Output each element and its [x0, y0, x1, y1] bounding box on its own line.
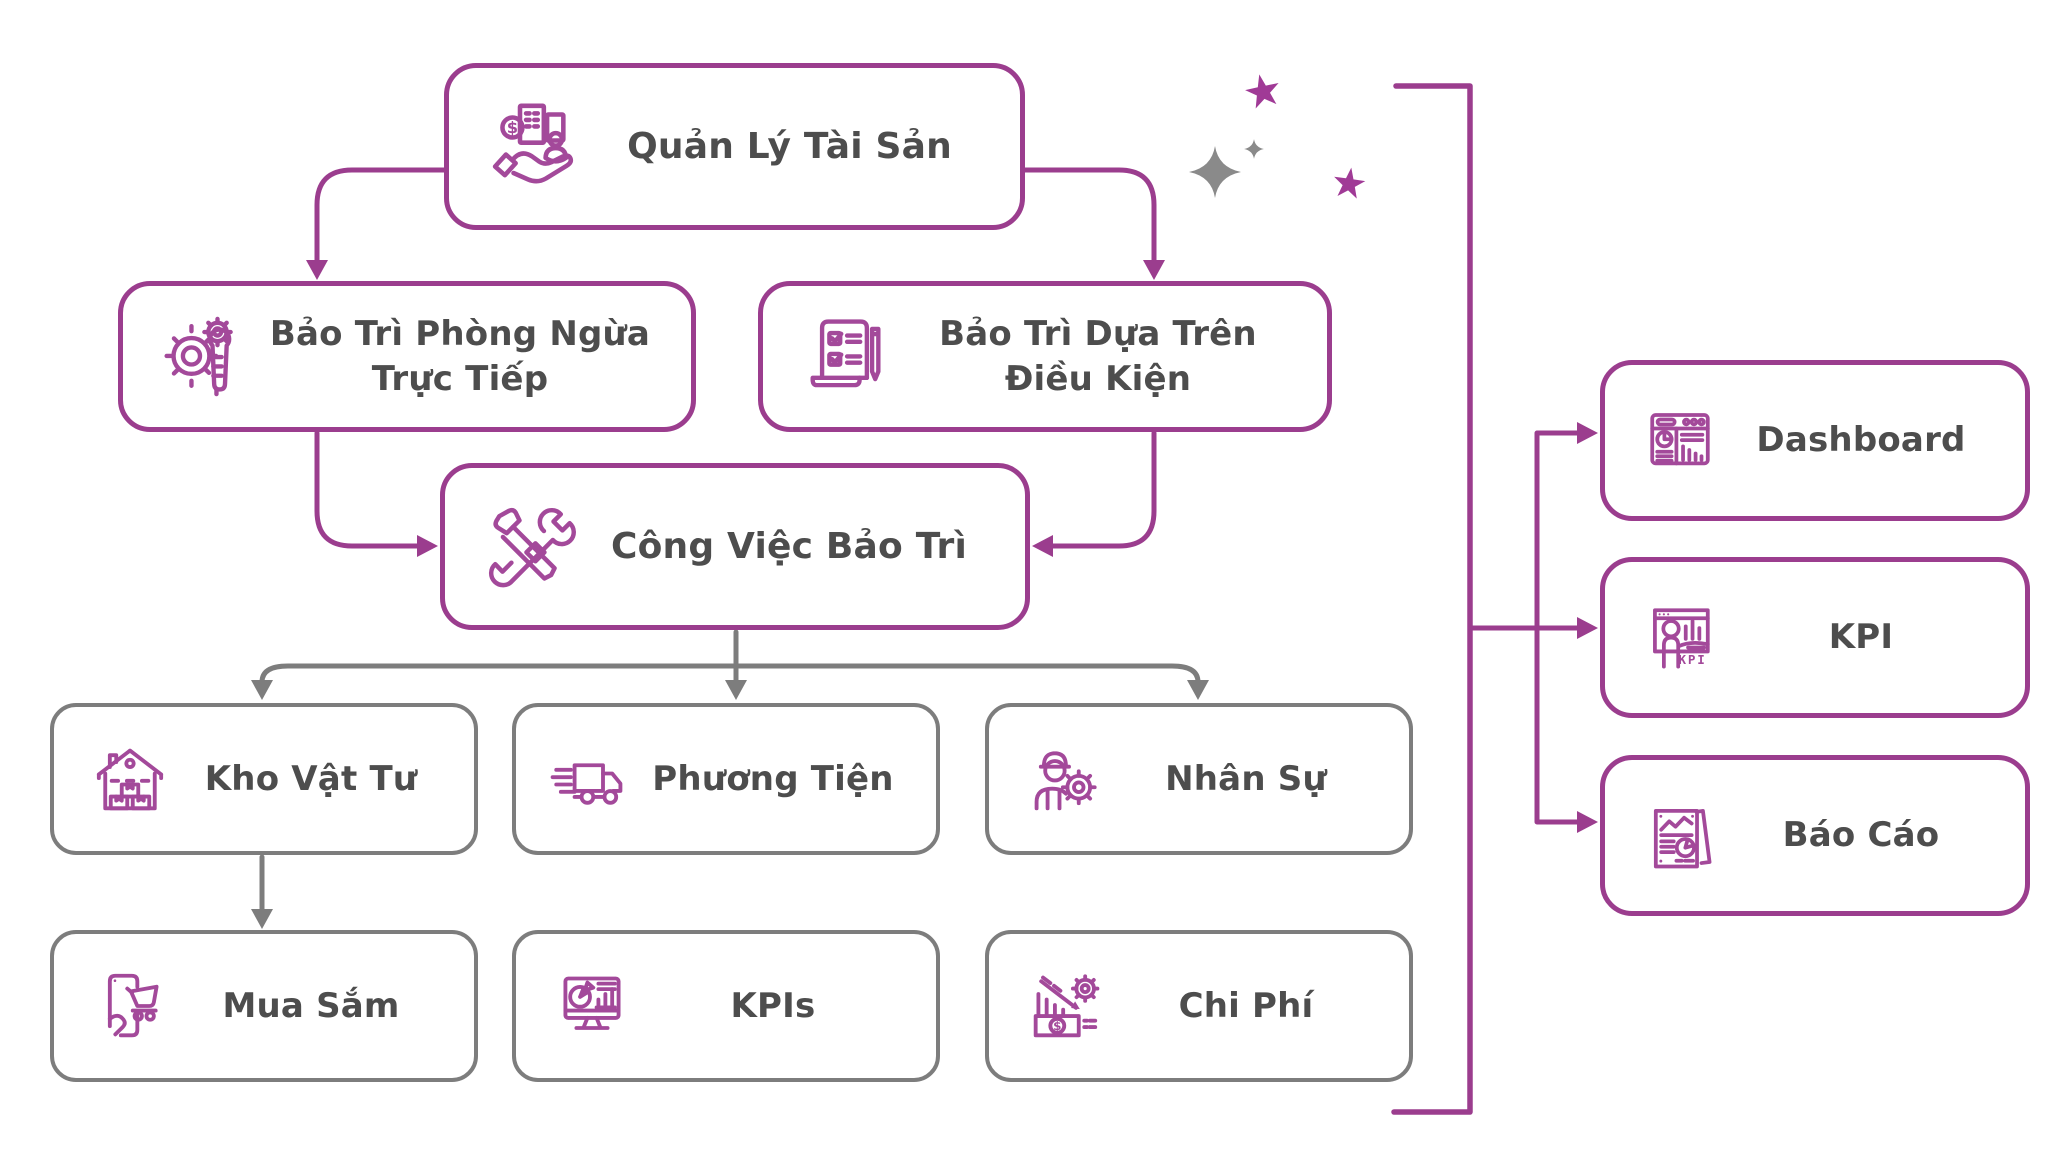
node-dashboard-label: Dashboard [1756, 420, 1966, 461]
node-asset-label: Quản Lý Tài Sản [627, 125, 952, 167]
dashboard-window-icon [1637, 398, 1723, 484]
svg-text:$: $ [1053, 1019, 1061, 1033]
node-procurement: Mua Sắm [50, 930, 478, 1082]
node-report: Báo Cáo [1600, 755, 2030, 916]
gray-sparkle-icon [1189, 146, 1241, 198]
gear-wrench-icon [155, 307, 255, 407]
node-kpis: KPIs [512, 930, 940, 1082]
connector-asset-to-condition [1020, 167, 1157, 265]
purple-arrowheads [306, 260, 1598, 833]
right-bracket-line [1391, 83, 1473, 1115]
condition-line2: Điều Kiện [1004, 358, 1192, 399]
warehouse-boxes-icon [86, 735, 174, 823]
connector-branch-dashboard-report [1534, 430, 1583, 825]
node-material-warehouse: Kho Vật Tư [50, 703, 478, 855]
node-work-label: Công Việc Bảo Trì [610, 525, 968, 567]
node-costs: $ Chi Phí [985, 930, 1413, 1082]
purple-connectors [314, 83, 1583, 1115]
node-asset-management: $ Quản Lý Tài Sản [444, 63, 1025, 230]
crossed-tools-icon [477, 496, 579, 598]
kpi-icon-text: KPI [1679, 651, 1707, 666]
connector-condition-to-work [1049, 430, 1157, 549]
node-vehicles-label: Phương Tiện [652, 758, 894, 799]
cost-reduction-icon: $ [1021, 962, 1109, 1050]
checklist-pen-icon [795, 307, 895, 407]
purple-star-icon [1334, 167, 1366, 199]
svg-text:$: $ [507, 118, 518, 137]
purple-star-icon [1245, 74, 1279, 109]
decoration-stars [1189, 74, 1366, 199]
phone-shopping-cart-icon [86, 962, 174, 1050]
gray-connectors [259, 629, 1201, 914]
node-kpi-label: KPI [1828, 617, 1894, 658]
connector-distribution [259, 663, 1201, 685]
node-dashboard: Dashboard [1600, 360, 2030, 521]
monitor-analytics-icon [548, 962, 636, 1050]
connector-asset-to-preventive [314, 167, 450, 265]
node-vehicles: Phương Tiện [512, 703, 940, 855]
node-costs-label: Chi Phí [1178, 985, 1314, 1026]
connector-preventive-to-work [314, 430, 421, 549]
preventive-line1: Bảo Trì Phòng Ngừa [269, 313, 651, 354]
node-personnel-label: Nhân Sự [1165, 758, 1327, 799]
node-warehouse-label: Kho Vật Tư [204, 758, 418, 799]
node-maintenance-work: Công Việc Bảo Trì [440, 463, 1030, 630]
kpi-presentation-icon: KPI [1637, 595, 1723, 681]
node-report-label: Báo Cáo [1782, 815, 1940, 856]
preventive-line2: Trực Tiếp [371, 358, 549, 399]
gray-arrowheads [251, 680, 1209, 929]
hand-holding-assets-icon: $ [481, 95, 585, 199]
report-documents-icon [1637, 793, 1723, 879]
delivery-truck-icon [548, 735, 636, 823]
small-gray-sparkle-icon [1244, 139, 1264, 159]
node-kpi: KPI KPI [1600, 557, 2030, 718]
node-procurement-label: Mua Sắm [222, 985, 400, 1026]
node-personnel: Nhân Sự [985, 703, 1413, 855]
worker-gear-icon [1021, 735, 1109, 823]
node-kpis-label: KPIs [730, 985, 816, 1026]
condition-line1: Bảo Trì Dựa Trên [939, 313, 1257, 354]
